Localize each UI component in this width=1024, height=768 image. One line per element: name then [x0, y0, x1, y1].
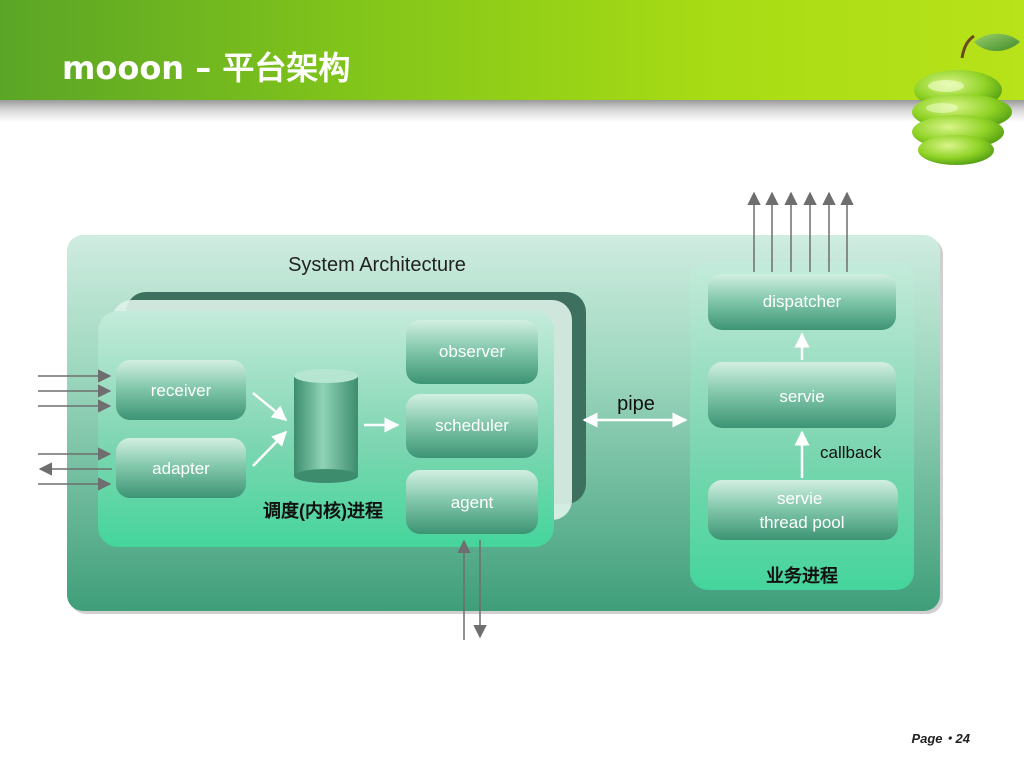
receiver-to-queue-arrow — [252, 392, 288, 421]
observer-module — [406, 320, 538, 384]
slide-title: mooon – 平台架构 — [62, 49, 351, 87]
agent-label: agent — [451, 493, 494, 512]
queue-cylinder-icon — [294, 369, 358, 483]
adapter-label: adapter — [152, 459, 210, 478]
dispatcher-module — [708, 274, 896, 330]
receiver-label: receiver — [151, 381, 212, 400]
business-process-label: 业务进程 — [766, 565, 838, 586]
adapter-module — [116, 438, 246, 498]
receiver-module — [116, 360, 246, 420]
callback-label: callback — [820, 443, 882, 462]
scheduler-process-label: 调度(内核)进程 — [263, 500, 383, 521]
observer-label: observer — [439, 342, 505, 361]
servie-module — [708, 362, 896, 428]
servie-label: servie — [779, 387, 824, 406]
dispatcher-label: dispatcher — [763, 292, 842, 311]
page-number: Page・24 — [911, 731, 970, 746]
servie-thread-pool-module — [708, 480, 898, 540]
scheduler-module — [406, 394, 538, 458]
scheduler-label: scheduler — [435, 416, 509, 435]
dispatcher-output-arrows — [747, 191, 854, 272]
container-title: System Architecture — [288, 254, 466, 276]
adapter-to-queue-arrow — [252, 430, 288, 467]
agent-module — [406, 470, 538, 534]
title-banner — [0, 0, 1024, 100]
servie-thread-pool-label: servie thread pool — [759, 489, 844, 532]
apple-logo — [912, 33, 1020, 165]
banner-shadow — [0, 100, 1024, 122]
pipe-label: pipe — [617, 393, 655, 415]
